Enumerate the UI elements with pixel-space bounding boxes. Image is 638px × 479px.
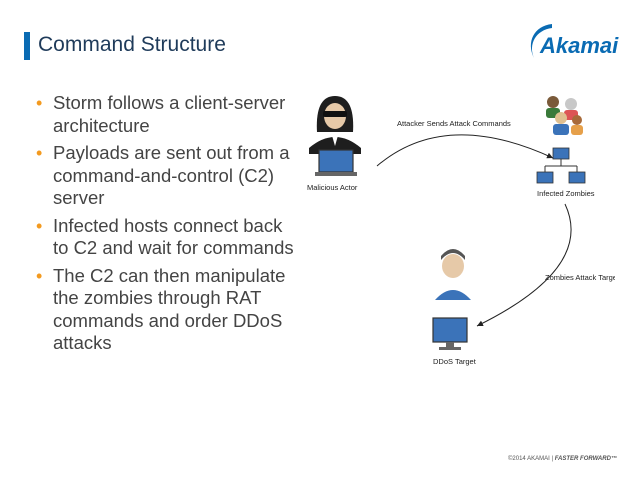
footer-separator: | [551, 456, 554, 462]
bullet-item: •Infected hosts connect back to C2 and w… [36, 214, 294, 259]
bullet-dot-icon: • [36, 93, 43, 113]
bullet-item: •Payloads are sent out from a command-an… [36, 142, 290, 208]
infected-zombies-label: Infected Zombies [537, 189, 595, 198]
ddos-target-label: DDoS Target [433, 357, 477, 366]
monitor-icon [432, 317, 468, 350]
bullet-item: •Storm follows a client-server architect… [36, 92, 286, 136]
footer-copyright: ©2014 AKAMAI [508, 456, 550, 462]
malicious-actor-label: Malicious Actor [307, 183, 358, 192]
akamai-logo: Akamai [530, 24, 619, 58]
logo-text: Akamai [539, 33, 619, 58]
laptop-icon [315, 149, 357, 176]
bullet-dot-icon: • [36, 215, 43, 236]
footer: ©2014 AKAMAI | FASTER FORWARD™ [508, 456, 617, 462]
bullet-list: •Storm follows a client-server architect… [28, 92, 298, 360]
bullet-item: •The C2 can then manipulate the zombies … [36, 264, 286, 354]
network-icon [536, 147, 586, 184]
logo-swoosh [530, 24, 552, 58]
zombies-icon [546, 96, 583, 135]
attacker-sends-label: Attacker Sends Attack Commands [397, 119, 511, 128]
user-icon [435, 249, 471, 300]
attack-arrow [476, 203, 572, 327]
slide-title: Command Structure [38, 33, 226, 56]
title-accent-bar [24, 32, 30, 60]
botnet-diagram: Malicious Actor Attacker Sends Attack Co… [307, 96, 615, 366]
bullet-dot-icon: • [36, 265, 43, 286]
footer-tagline: FASTER FORWARD™ [554, 456, 617, 462]
command-arrow [376, 134, 554, 167]
zombies-attack-label: Zombies Attack Target [545, 273, 615, 282]
bullet-dot-icon: • [36, 143, 43, 163]
hacker-icon [309, 96, 361, 154]
